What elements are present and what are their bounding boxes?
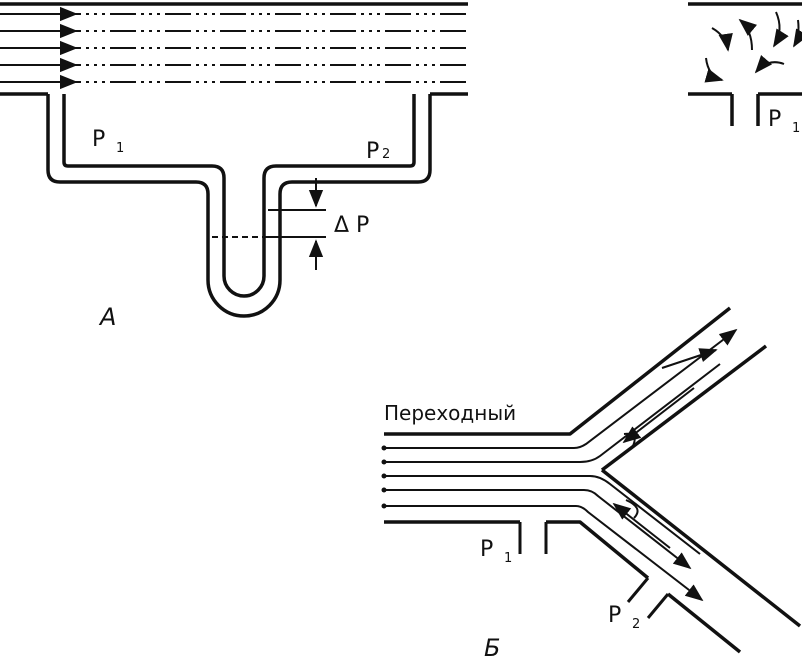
p1-label-b: P (480, 537, 493, 562)
streamline-arrows (20, 6, 78, 90)
p1-sub-c: 1 (792, 121, 800, 136)
p2-sub-a: 2 (382, 147, 390, 162)
p1-sub-a: 1 (116, 141, 124, 156)
caption-b: Б (484, 634, 500, 660)
delta-p-dimension (268, 178, 326, 270)
delta-p-label: Δ P (334, 213, 369, 238)
p1-label-a: P (92, 127, 105, 152)
turbulent-pipe-walls (688, 2, 802, 126)
wall-taps (518, 522, 670, 619)
p1-sub-b: 1 (504, 551, 512, 566)
caption-a: А (98, 303, 116, 331)
branch-walls (384, 306, 802, 654)
streamlines (0, 13, 468, 83)
manometer-tube (46, 94, 432, 318)
branch-streamlines (384, 328, 738, 602)
p1-label-c: P (768, 107, 781, 132)
panel-a-laminar (0, 2, 468, 318)
p2-sub-b: 2 (632, 617, 640, 632)
reverse-flow-arrows (612, 348, 718, 549)
panel-b-transitional (381, 306, 802, 654)
p2-label-a: P (366, 139, 379, 164)
panel-c-turbulent (688, 2, 802, 126)
flow-regime-label: Переходный (384, 401, 516, 425)
p2-label-b: P (608, 603, 621, 628)
pipe-walls (0, 2, 468, 96)
inlet-dots (381, 445, 387, 509)
eddy-arrows (704, 11, 802, 83)
